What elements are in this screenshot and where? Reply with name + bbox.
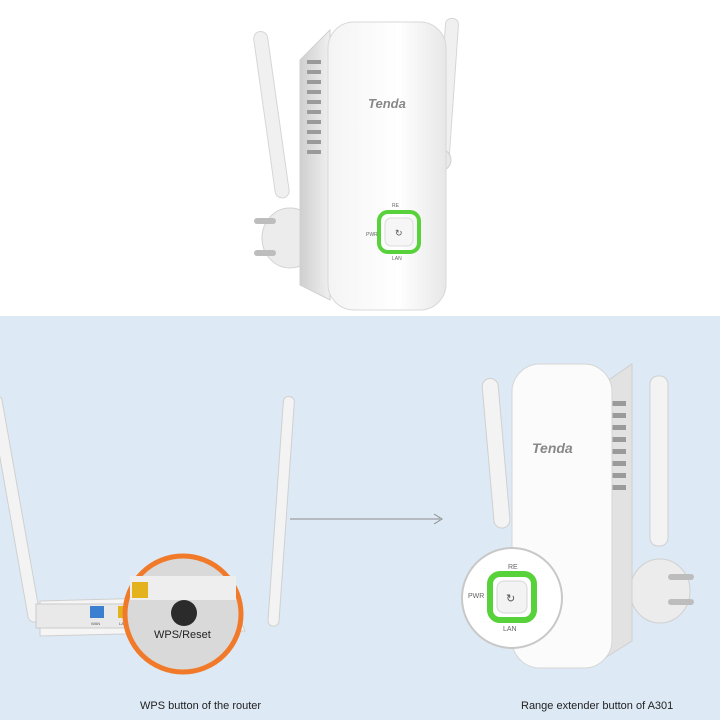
- wan-port: [90, 606, 104, 618]
- extender-led-pwr: PWR: [468, 593, 484, 600]
- lan-port-label: LAN: [119, 621, 127, 626]
- top-led-button: ↻ RE PWR LAN: [366, 203, 421, 262]
- router-left-antenna: [0, 394, 41, 623]
- extender-right-antenna: [649, 375, 669, 547]
- router-caption: WPS button of the router: [140, 700, 262, 712]
- wan-port-label: WAN: [91, 621, 100, 626]
- top-led-re: RE: [392, 203, 400, 209]
- top-led-lan: LAN: [392, 256, 402, 262]
- product-photo-panel: Tenda ↻ RE PWR LAN: [0, 0, 720, 316]
- wps-reset-button: [171, 600, 197, 626]
- extender-sync-icon: ↻: [506, 593, 515, 605]
- top-led-pwr: PWR: [366, 232, 378, 238]
- top-extender-image: Tenda ↻ RE PWR LAN: [253, 17, 459, 311]
- instruction-panel: WAN LAN WPS/Reset: [0, 316, 720, 720]
- instruction-diagram: WAN LAN WPS/Reset: [0, 363, 694, 675]
- extender-led-lan: LAN: [503, 626, 517, 633]
- wps-sync-icon: ↻: [395, 228, 403, 238]
- arrow-right-icon: [290, 513, 443, 525]
- router-right-antenna: [267, 396, 295, 627]
- wps-reset-label: WPS/Reset: [154, 629, 211, 641]
- wps-zoom-callout: WPS/Reset: [122, 553, 244, 675]
- top-brand-logo: Tenda: [368, 96, 406, 111]
- extender-plug: [629, 558, 691, 624]
- extender-body: [327, 21, 447, 311]
- vent-slots: [307, 60, 321, 154]
- extender-led-re: RE: [508, 564, 518, 571]
- extender-brand-logo: Tenda: [532, 440, 573, 456]
- extender-caption: Range extender button of A301: [521, 700, 674, 712]
- extender-button-callout: ↻ RE PWR LAN: [461, 547, 563, 649]
